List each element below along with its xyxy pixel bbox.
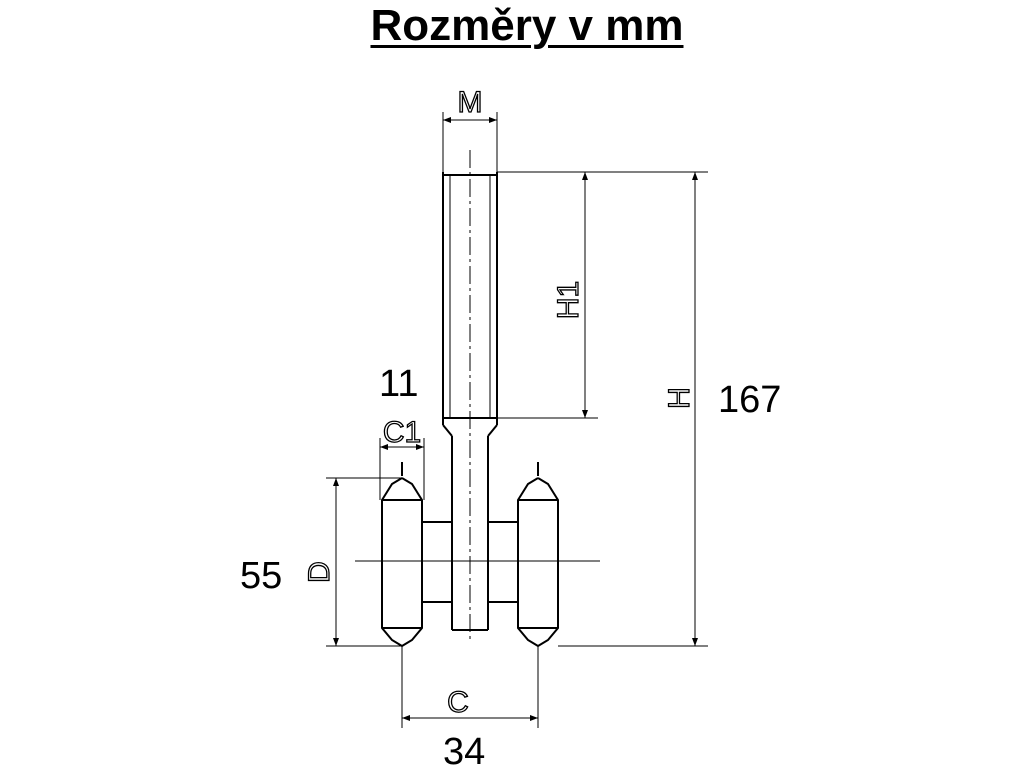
value-c1: 11 bbox=[379, 363, 419, 405]
dimension-c bbox=[401, 646, 539, 728]
value-d: 55 bbox=[240, 555, 283, 597]
dimension-c1 bbox=[379, 438, 425, 500]
page-title: Rozměry v mm bbox=[370, 1, 684, 50]
value-h: 167 bbox=[718, 379, 782, 421]
blueprint-area bbox=[326, 112, 708, 728]
label-h: H bbox=[663, 387, 696, 409]
dimension-d bbox=[326, 477, 402, 647]
left-wheel bbox=[381, 462, 423, 647]
value-c: 34 bbox=[443, 731, 486, 773]
label-h1: H1 bbox=[552, 281, 585, 319]
label-d: D bbox=[303, 561, 336, 583]
dimension-m bbox=[442, 112, 498, 172]
right-wheel bbox=[517, 462, 559, 647]
dimension-h bbox=[558, 171, 708, 647]
label-c1: C1 bbox=[383, 416, 421, 449]
label-m: M bbox=[458, 86, 483, 119]
label-c: C bbox=[447, 686, 469, 719]
